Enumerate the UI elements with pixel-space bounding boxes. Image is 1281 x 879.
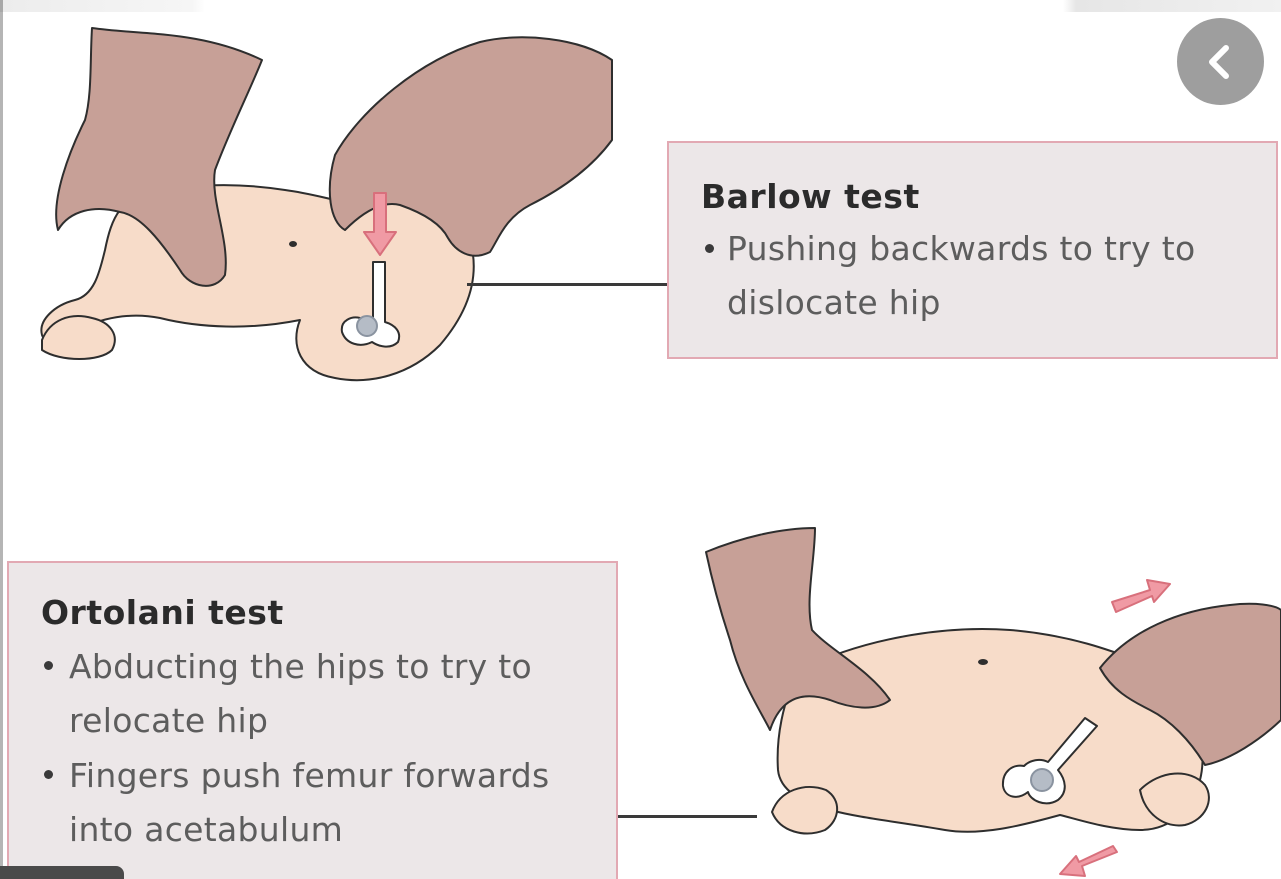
back-button[interactable] (1177, 18, 1264, 105)
ortolani-line-1: Abducting the hips to try to (69, 647, 532, 686)
barlow-acetabulum (357, 316, 377, 336)
barlow-navel (289, 241, 297, 247)
ortolani-line-3: Fingers push femur forwards (69, 756, 549, 795)
barlow-leader-line (467, 283, 668, 286)
ortolani-leader-line (617, 815, 757, 818)
barlow-line-1: Pushing backwards to try to (727, 229, 1196, 268)
barlow-bullet-1 (705, 244, 714, 253)
ortolani-label-box: Ortolani test Abducting the hips to try … (7, 561, 618, 879)
ortolani-title: Ortolani test (41, 593, 284, 632)
ortolani-line-4: into acetabulum (69, 810, 343, 849)
barlow-illustration (41, 28, 612, 380)
ortolani-acetabulum (1031, 769, 1053, 791)
ortolani-illustration (706, 528, 1281, 876)
bottom-left-tab (0, 866, 124, 879)
ortolani-arrow-down (1060, 846, 1117, 876)
ortolani-bullet-2 (44, 770, 53, 779)
barlow-line-2: dislocate hip (727, 283, 941, 322)
ortolani-navel (978, 659, 988, 665)
barlow-title: Barlow test (701, 177, 920, 216)
chevron-left-icon (1201, 42, 1241, 82)
ortolani-baby-foot-left (772, 787, 837, 833)
ortolani-arrow-up (1112, 580, 1170, 612)
barlow-label-box: Barlow test Pushing backwards to try to … (667, 141, 1278, 359)
ortolani-line-2: relocate hip (69, 701, 268, 740)
ortolani-bullet-1 (44, 661, 53, 670)
